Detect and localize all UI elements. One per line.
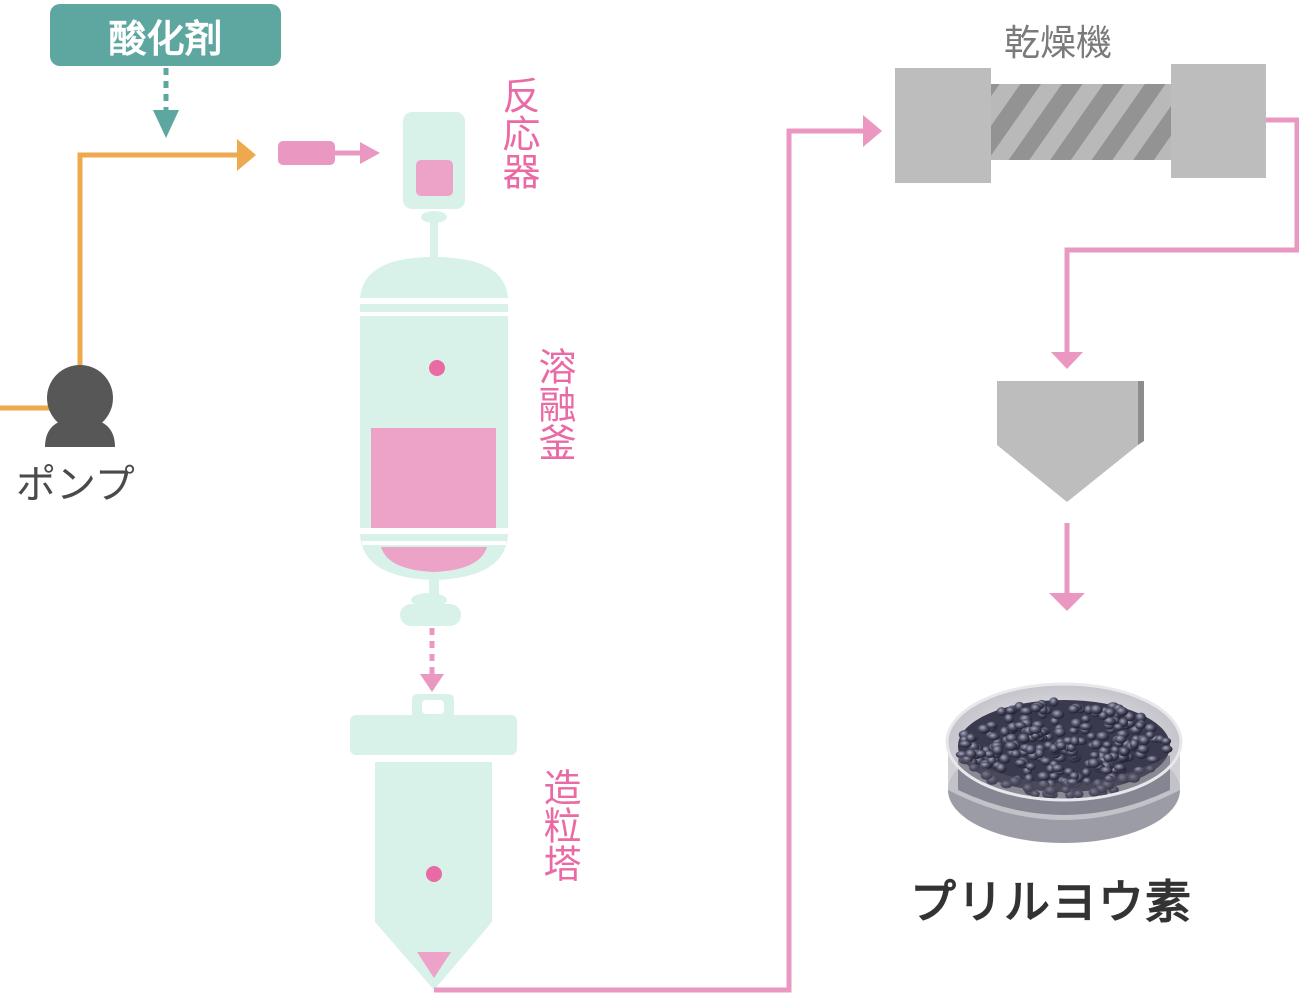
product-hopper — [997, 381, 1144, 502]
pump-label: ポンプ — [16, 462, 135, 508]
prilling-tower-label: 造粒塔 — [537, 768, 581, 882]
iodine-prills — [955, 697, 1173, 800]
oxidizer-label: 酸化剤 — [50, 4, 281, 66]
reactor-vessel — [403, 112, 465, 260]
dish-of-iodine-prills — [945, 682, 1183, 843]
reactor-label: 反応器 — [496, 76, 540, 190]
pump-icon — [45, 365, 115, 447]
hopper-to-product-arrow — [1049, 523, 1085, 611]
melter-label: 溶融釜 — [532, 347, 576, 461]
dryer-machine — [895, 64, 1266, 183]
reactor-feed-arrow — [278, 141, 380, 165]
tower-to-dryer-line — [434, 115, 882, 993]
dryer-to-hopper-line — [1051, 117, 1299, 369]
melt-transfer-arrow — [420, 628, 444, 692]
prilling-tower — [350, 694, 517, 990]
oxidizer-feed-arrow — [153, 68, 179, 138]
pump-feed-line — [0, 139, 256, 411]
dryer-label: 乾燥機 — [1004, 23, 1113, 64]
melter-vessel — [360, 257, 508, 626]
product-label: プリルヨウ素 — [910, 875, 1192, 929]
